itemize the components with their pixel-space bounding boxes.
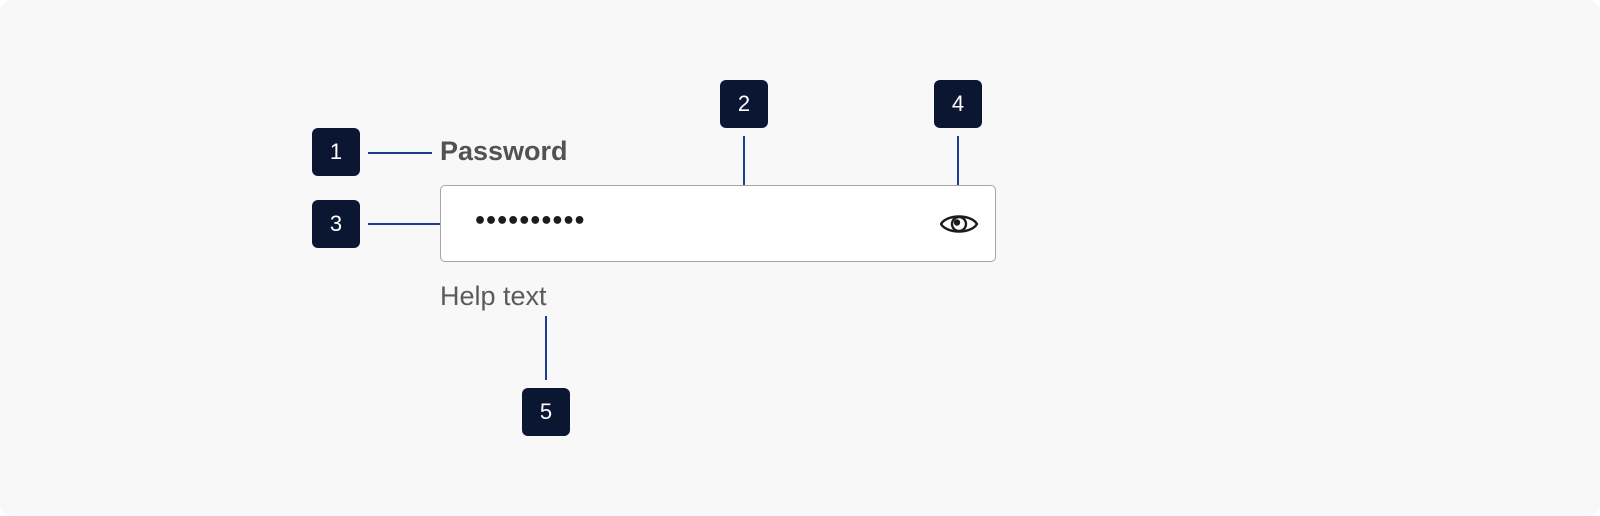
password-masked-value[interactable]: •••••••••• bbox=[473, 209, 587, 234]
callout-leader-5 bbox=[545, 316, 547, 380]
callout-leader-1 bbox=[368, 152, 432, 154]
help-text: Help text bbox=[440, 281, 547, 311]
callout-leader-3 bbox=[368, 223, 464, 225]
password-label: Password bbox=[440, 136, 568, 166]
callout-leader-4 bbox=[957, 136, 959, 200]
callout-badge-3: 3 bbox=[312, 200, 360, 248]
callout-badge-2: 2 bbox=[720, 80, 768, 128]
password-input[interactable]: •••••••••• bbox=[440, 185, 996, 262]
eye-icon[interactable] bbox=[939, 204, 979, 244]
eye-icon-graphic bbox=[939, 215, 979, 233]
callout-badge-1: 1 bbox=[312, 128, 360, 176]
callout-badge-5: 5 bbox=[522, 388, 570, 436]
callout-badge-4: 4 bbox=[934, 80, 982, 128]
callout-leader-2 bbox=[743, 136, 745, 200]
